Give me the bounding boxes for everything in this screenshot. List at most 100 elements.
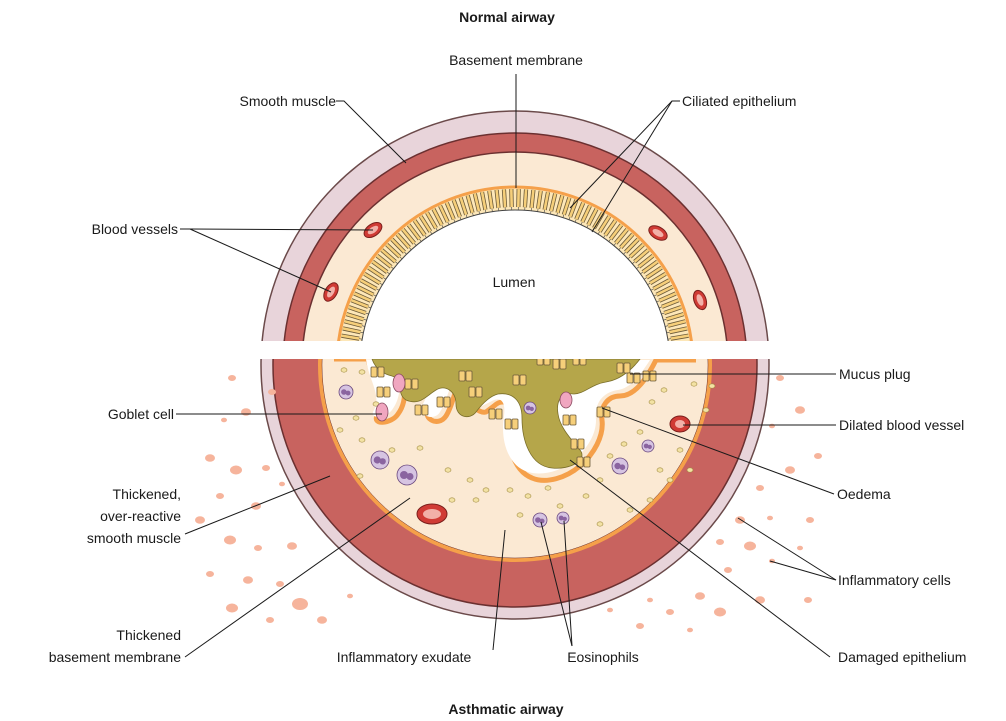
label-blood-vessels: Blood vessels [92,221,178,237]
goblet-cell-3 [560,392,572,408]
inflammatory-cell [724,567,732,573]
exudate-cell [473,498,479,502]
damaged-epithelial-cell [573,355,579,365]
inflammatory-cell [776,375,784,381]
exudate-cell [357,474,363,478]
cilium [664,352,672,353]
inflammatory-cell [795,406,805,414]
damaged-epithelial-cell [405,379,411,389]
exudate-cell [557,504,563,508]
epithelial-cell [525,189,526,207]
exudate-cell [597,522,603,526]
inflammatory-cell [195,516,205,524]
exudate-cell [337,428,343,432]
damaged-epithelial-cell [371,367,377,377]
inflammatory-cell [785,466,795,474]
damaged-epithelial-cell [412,379,418,389]
damaged-epithelial-cell [544,355,550,365]
exudate-cell [657,468,663,472]
exudate-cell [417,446,423,450]
epithelial-cell-outline [672,343,690,345]
exudate-cell [445,468,451,472]
eosinophil-nucleus [620,464,626,470]
eosinophil-nucleus [540,519,545,524]
inflammatory-cell [607,608,613,613]
label-thickened-muscle-1: Thickened, [113,486,181,502]
inflammatory-cell [241,408,251,416]
inflammatory-cell [756,485,764,491]
inflammatory-cell [814,453,822,459]
damaged-epithelial-cell [512,419,518,429]
eosinophil-nucleus [380,458,386,464]
exudate-cell [661,388,667,392]
exudate-cell [637,430,643,434]
epithelial-cell-outline [673,358,691,359]
damaged-epithelial-cell [444,397,450,407]
damaged-epithelial-cell [466,371,472,381]
damaged-epithelial-cell [377,387,383,397]
epithelial-cell [340,343,358,345]
eosinophil-nucleus [563,517,567,521]
label-damaged-epithelium: Damaged epithelium [838,649,966,665]
label-thickened-bm-1: Thickened [116,627,181,643]
exudate-cell [483,488,489,492]
inflammatory-cell [806,517,814,523]
label-thickened-bm-2: basement membrane [49,649,182,665]
damaged-epithelial-cell [415,405,421,415]
damaged-epithelial-cell [578,439,584,449]
inflammatory-cell [714,608,726,617]
exudate-cell [687,468,693,472]
label-oedema: Oedema [837,486,891,502]
exudate-cell [627,508,633,512]
exudate-cell [467,478,473,482]
inflammatory-cell [797,546,803,551]
exudate-cell [517,513,523,517]
exudate-cell [649,400,655,404]
inflammatory-cell [317,616,327,624]
inflammatory-cell [695,592,705,600]
label-inflammatory-exudate: Inflammatory exudate [337,649,472,665]
damaged-epithelial-cell [580,355,586,365]
normal-airway-title: Normal airway [459,9,555,25]
epithelial-cell-outline [340,350,358,352]
label-basement-membrane: Basement membrane [449,52,583,68]
eosinophil-nucleus [648,445,652,449]
cilium [358,345,366,346]
damaged-epithelial-cell [469,387,475,397]
damaged-epithelial-cell [537,355,543,365]
inflammatory-cell [279,482,285,487]
inflammatory-cell [347,594,353,599]
inflammatory-cell [647,598,653,603]
goblet-cell-2 [393,374,405,392]
epithelial-cell [340,350,358,352]
leader-inflam-cells-2 [770,561,836,580]
damaged-epithelial-cell [422,405,428,415]
asthmatic-airway-title: Asthmatic airway [448,701,563,717]
inflammatory-cell [230,466,242,475]
eosinophil-nucleus [346,391,351,396]
label-thickened-muscle-3: smooth muscle [87,530,181,546]
eosinophil-nucleus [530,407,534,411]
inflammatory-cell [687,628,693,633]
exudate-cell [621,442,627,446]
exudate-cell [389,448,395,452]
epithelial-cell [673,358,691,359]
damaged-epithelial-cell [570,415,576,425]
inflammatory-cell [243,576,253,584]
inflammatory-cell [804,597,812,603]
damaged-epithelial-cell [520,375,526,385]
label-thickened-muscle-2: over-reactive [100,508,181,524]
damaged-epithelial-cell [489,409,495,419]
inflammatory-cell [216,493,224,499]
damaged-epithelial-cell [378,367,384,377]
exudate-cell [507,488,513,492]
dilated-blood-vessel-2-lumen [675,420,685,428]
damaged-epithelial-cell [496,409,502,419]
damaged-epithelial-cell [553,359,559,369]
damaged-epithelial-cell [476,387,482,397]
damaged-epithelial-cell [459,371,465,381]
epithelial-cell [672,343,690,345]
damaged-epithelial-cell [437,397,443,407]
exudate-cell [703,408,709,412]
